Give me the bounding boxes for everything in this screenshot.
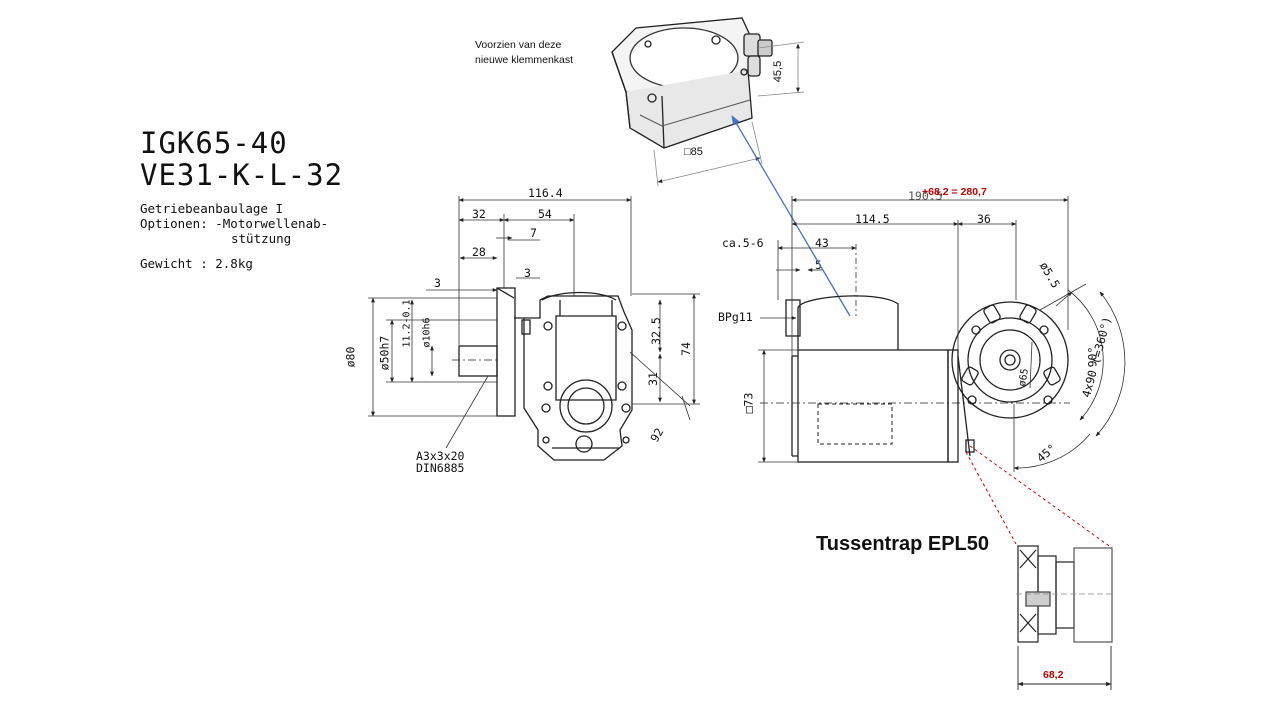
epl50-drawing bbox=[1016, 545, 1114, 643]
spec-options: Optionen: -Motorwellenab- bbox=[140, 216, 329, 231]
spec-weight: Gewicht : 2.8kg bbox=[140, 256, 253, 271]
dim-54: 54 bbox=[538, 207, 552, 221]
dim-ca: ca.5-6 bbox=[722, 236, 764, 250]
dim-116: 116.4 bbox=[528, 186, 563, 200]
dim-total-new: +68,2 = 280,7 bbox=[922, 186, 987, 198]
zoom-lines bbox=[965, 445, 1113, 549]
dim-32: 32 bbox=[472, 207, 486, 221]
dim-3b: 3 bbox=[524, 266, 531, 280]
side-view-drawing bbox=[760, 295, 1070, 463]
terminal-box-drawing bbox=[611, 17, 773, 149]
dim-28: 28 bbox=[472, 245, 486, 259]
label-bpg: BPg11 bbox=[718, 310, 753, 324]
dim-3a: 3 bbox=[434, 276, 441, 290]
callout-epl50: Tussentrap EPL50 bbox=[816, 533, 990, 555]
model-title: IGK65-40 bbox=[140, 126, 288, 160]
dim-epl-width: 68,2 bbox=[1043, 669, 1064, 681]
front-view-drawing bbox=[452, 287, 633, 461]
spec-options-cont: stützung bbox=[231, 231, 292, 246]
dim-7: 7 bbox=[530, 226, 537, 240]
spec-mounting: Getriebeanbaulage I bbox=[140, 201, 283, 216]
dim-box-square: □85 bbox=[684, 146, 703, 158]
note-line-1: Voorzien van deze bbox=[475, 39, 562, 51]
variant-title: VE31-K-L-32 bbox=[140, 158, 344, 192]
key-spec: A3x3x20 bbox=[416, 449, 465, 463]
key-norm: DIN6885 bbox=[416, 461, 465, 475]
dim-5: 5 bbox=[815, 258, 822, 272]
note-line-2: nieuwe klemmenkast bbox=[475, 54, 574, 66]
reference-arrow bbox=[731, 115, 851, 317]
